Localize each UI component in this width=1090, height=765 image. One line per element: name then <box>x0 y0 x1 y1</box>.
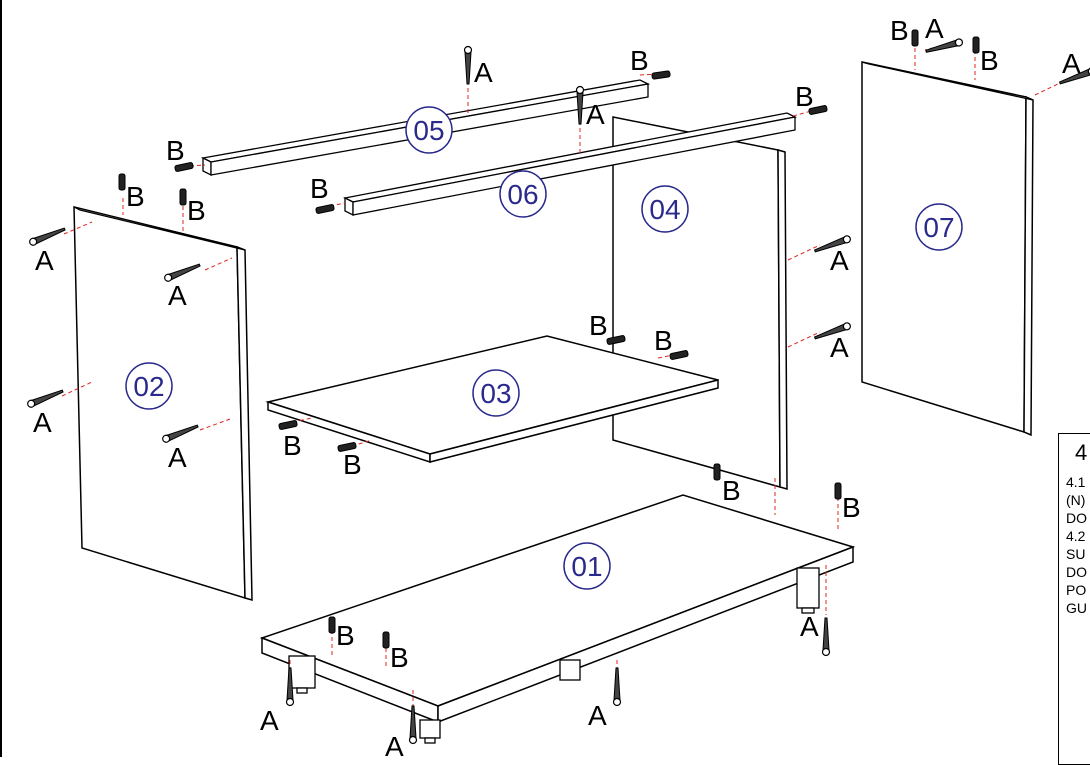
label-screw: A <box>168 280 187 311</box>
dowel-icon <box>651 70 671 80</box>
label-dowel: B <box>842 492 861 523</box>
note-title: 4 <box>1075 440 1088 465</box>
panel-04 <box>612 116 788 490</box>
dowel-icon <box>972 36 980 54</box>
part-number-06: 06 <box>507 179 538 210</box>
label-dowel: B <box>310 173 329 204</box>
label-dowel: B <box>336 620 355 651</box>
instruction-note-box: 4 4.1 (N) DO 4.2 SU DO PO GU <box>1058 433 1090 765</box>
label-dowel: B <box>980 45 999 76</box>
dowel-icon <box>179 188 187 206</box>
label-screw: A <box>830 245 849 276</box>
label-screw: A <box>35 245 54 276</box>
label-dowel: B <box>890 15 909 46</box>
label-dowel: B <box>283 430 302 461</box>
note-line: DO <box>1066 510 1087 526</box>
part-number-07: 07 <box>923 212 954 243</box>
label-dowel: B <box>654 325 673 356</box>
part-number-03: 03 <box>480 378 511 409</box>
note-line: DO <box>1066 564 1087 580</box>
label-dowel: B <box>343 449 362 480</box>
dowel-icon <box>328 616 336 634</box>
dowel-icon <box>382 631 390 649</box>
note-line: 4.1 <box>1066 474 1086 490</box>
dowel-icon <box>713 463 721 481</box>
label-dowel: B <box>126 181 145 212</box>
label-screw: A <box>925 13 944 44</box>
part-number-01: 01 <box>571 551 602 582</box>
label-dowel: B <box>166 135 185 166</box>
label-screw: A <box>800 611 819 642</box>
dowel-icon <box>834 482 842 500</box>
page-border-left <box>0 0 2 757</box>
label-screw: A <box>588 700 607 731</box>
part-number-circles <box>125 106 963 590</box>
screw-icon <box>612 667 622 707</box>
label-dowel: B <box>187 195 206 226</box>
label-screw: A <box>260 705 279 736</box>
label-screw: A <box>168 442 187 473</box>
dowel-icon <box>118 173 126 191</box>
screw-icon <box>821 617 831 657</box>
note-line: 4.2 <box>1066 528 1086 544</box>
dowel-icon <box>278 419 298 431</box>
legs <box>288 567 820 744</box>
screw-icon <box>25 387 65 409</box>
label-dowel: B <box>390 642 409 673</box>
rail-06 <box>342 112 798 217</box>
label-dowel: B <box>630 45 649 76</box>
dowel-icon <box>315 203 335 215</box>
label-screw: A <box>474 57 493 88</box>
label-screw: A <box>385 731 404 757</box>
label-screw: A <box>830 332 849 363</box>
label-dowel: B <box>722 475 741 506</box>
label-screw: A <box>586 99 605 130</box>
screw-icon <box>463 45 473 85</box>
part-number-02: 02 <box>133 371 164 402</box>
note-line: SU <box>1066 546 1086 562</box>
label-dowel: B <box>589 310 608 341</box>
screw-icon <box>575 85 585 125</box>
label-dowel: B <box>795 81 814 112</box>
part-number-04: 04 <box>649 194 680 225</box>
dowel-icon <box>911 29 919 47</box>
label-screw: A <box>1062 48 1081 79</box>
part-number-05: 05 <box>413 115 444 146</box>
note-line: PO <box>1066 582 1087 598</box>
base-01 <box>259 494 856 724</box>
note-line: GU <box>1066 600 1087 616</box>
screw-icon <box>27 225 67 247</box>
note-line: (N) <box>1066 492 1086 508</box>
label-screw: A <box>33 407 52 438</box>
